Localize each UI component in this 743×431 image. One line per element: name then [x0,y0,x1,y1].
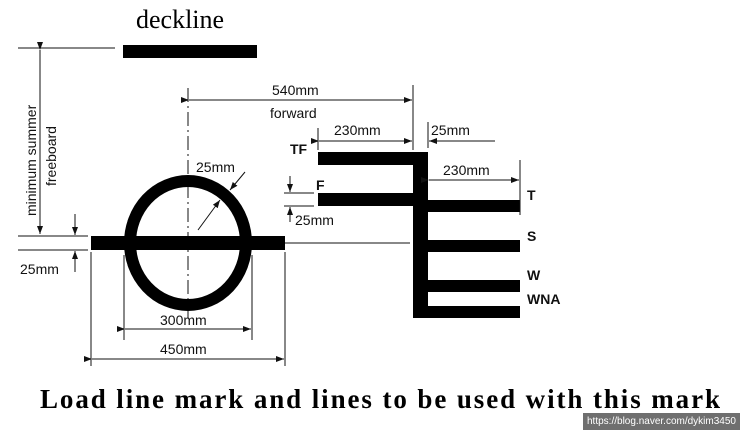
deckline-label: deckline [136,5,224,34]
deckline-bar [123,45,257,58]
vertical-bar [413,152,428,318]
label-S: S [527,228,536,244]
freeboard-label-1: minimum summer [23,104,39,216]
d230-right-label: 230mm [443,162,490,178]
label-WNA: WNA [527,291,560,307]
d540-label: 540mm [272,82,319,98]
tf-line-bar [318,152,428,165]
s-line-bar [413,240,520,252]
freeboard-label-2: freeboard [43,126,59,186]
label-W: W [527,267,541,283]
d25-top-label: 25mm [431,122,470,138]
f-line-bar [318,193,428,206]
arrow [197,199,221,231]
forward-label: forward [270,105,317,121]
w-line-bar [413,280,520,292]
t-line-bar [413,200,520,212]
caption: Load line mark and lines to be used with… [40,384,720,414]
d450-label: 450mm [160,341,207,357]
f-25mm-label: 25mm [295,212,334,228]
summer-line-bar [91,236,285,250]
d230-top-label: 230mm [334,122,381,138]
label-TF: TF [290,141,308,157]
arrow [229,171,246,191]
wna-line-bar [413,306,520,318]
label-F: F [316,177,325,193]
d300-label: 300mm [160,312,207,328]
label-T: T [527,187,536,203]
ring-25mm-label: 25mm [196,159,235,175]
left-25mm-label: 25mm [20,261,59,277]
credit-watermark: https://blog.naver.com/dykim3450 [583,413,740,430]
